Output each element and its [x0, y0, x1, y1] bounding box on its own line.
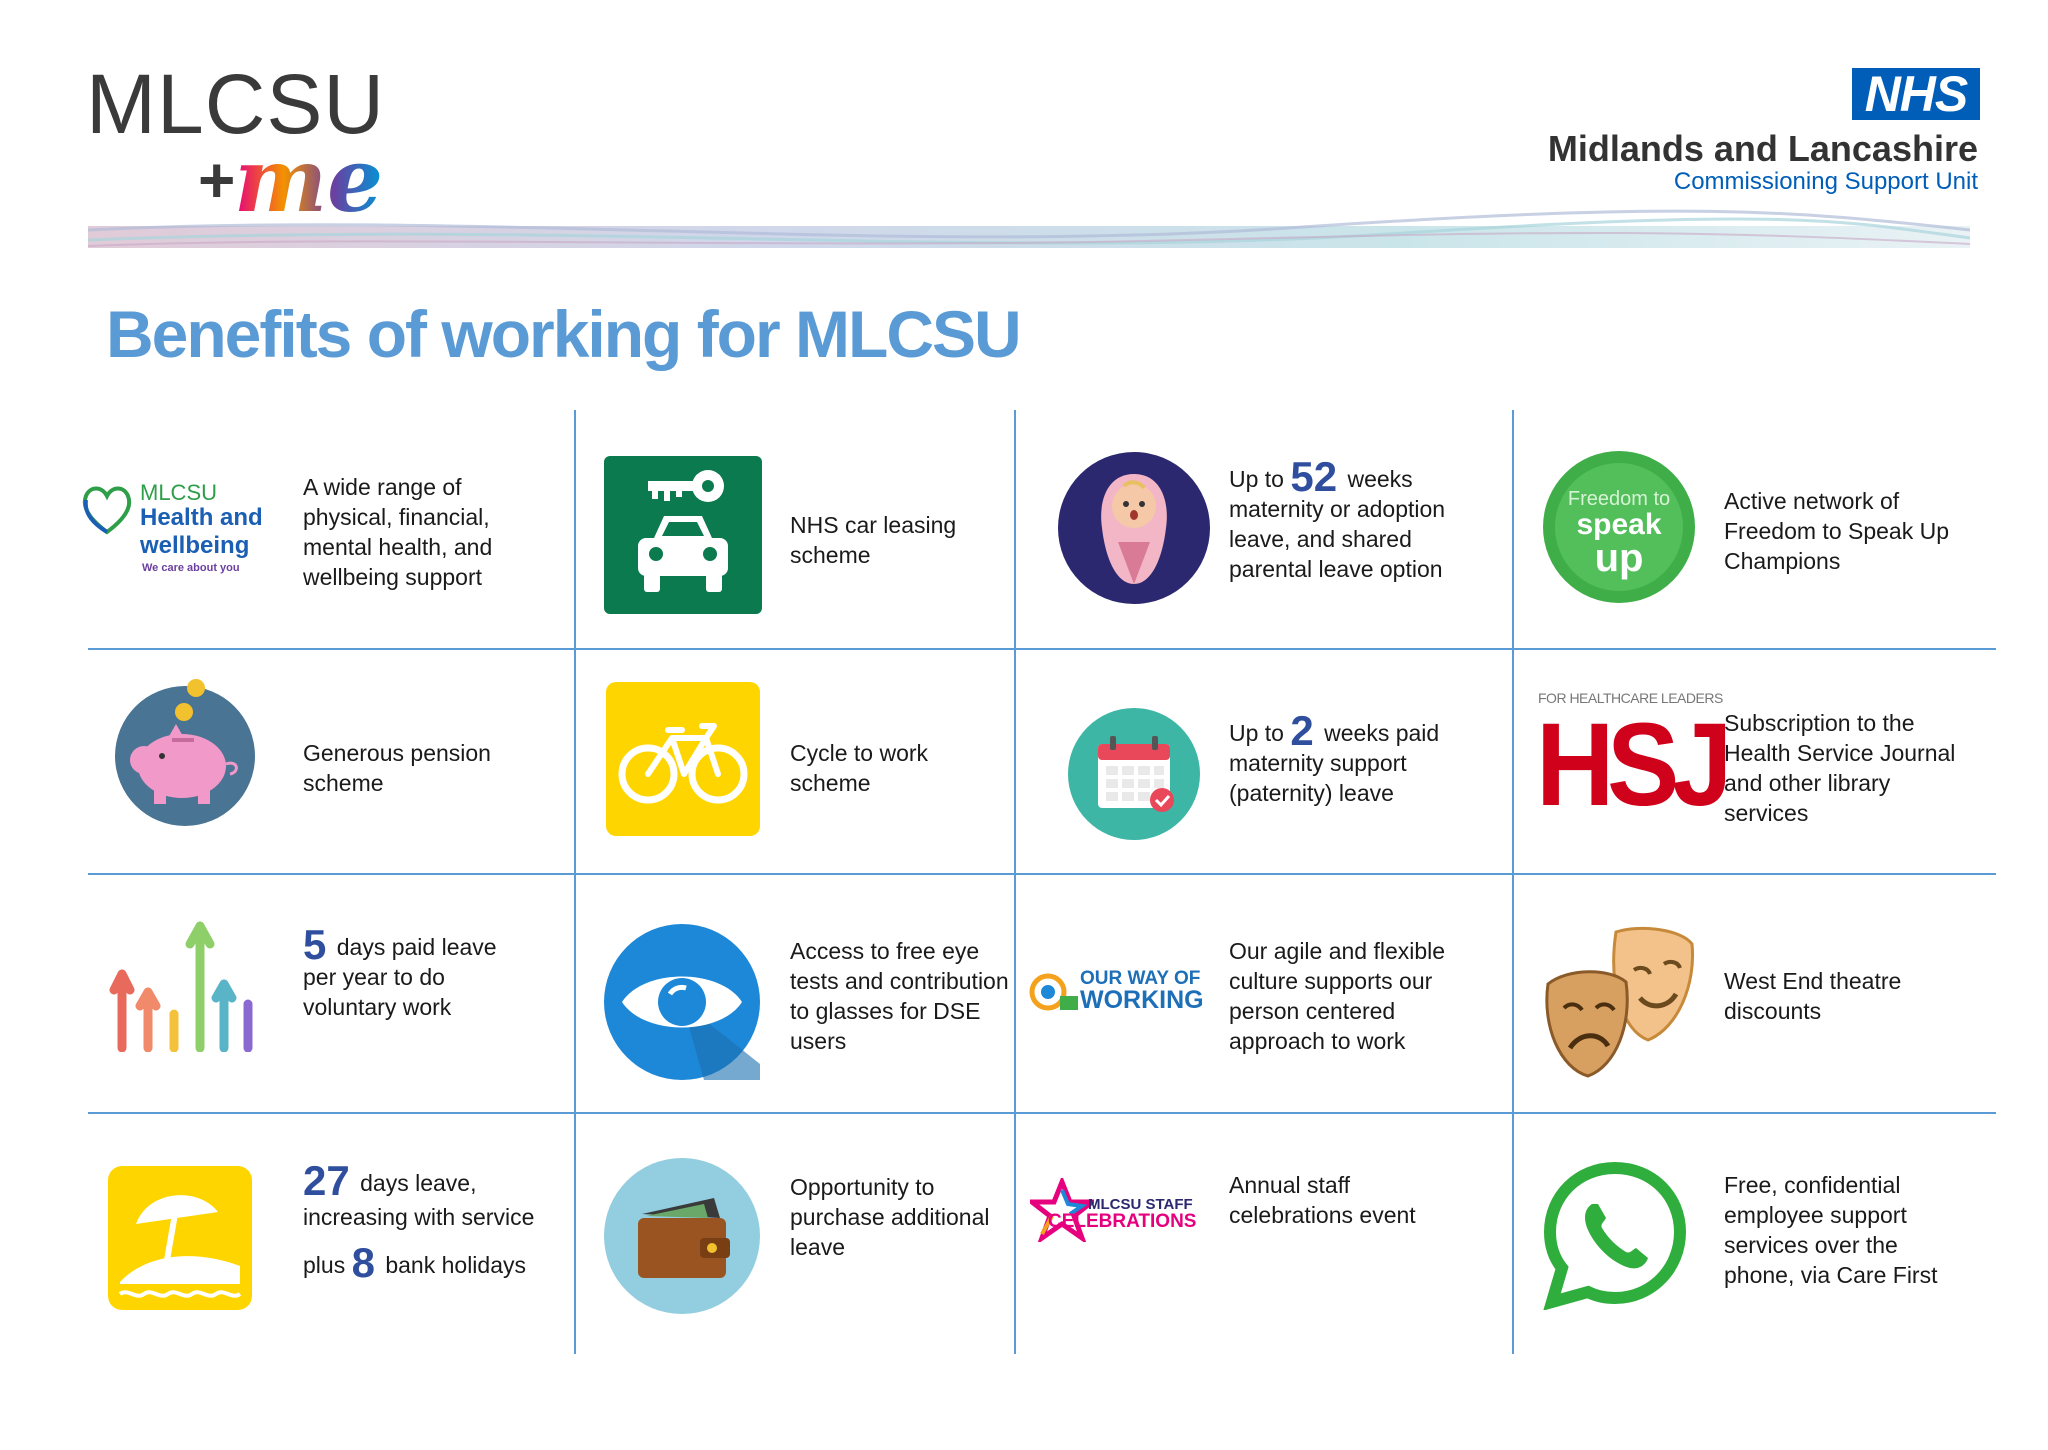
text-post: days paid leave	[336, 934, 497, 960]
health-wellbeing-logo: MLCSU Health and wellbeing We care about…	[80, 470, 285, 580]
benefit-headline: Up to 52 weeks	[1229, 456, 1469, 498]
benefit-text: Subscription to the Health Service Journ…	[1724, 710, 1956, 826]
highlight-number: 8	[351, 1239, 375, 1286]
our-way-of-working-logo: OUR WAY OF WORKING	[1022, 966, 1218, 1016]
logo-word: MLCSU	[86, 57, 386, 151]
logo-main: HSJ	[1536, 699, 1732, 831]
benefit-text: increasing with service	[303, 1204, 535, 1230]
org-name: Midlands and Lancashire	[1547, 128, 1978, 169]
text-post: weeks	[1347, 466, 1413, 492]
baby-icon	[1058, 452, 1210, 604]
heart-icon	[82, 486, 132, 535]
benefit-text: Cycle to work scheme	[790, 740, 929, 796]
benefit-text: per year to do voluntary work	[303, 964, 452, 1020]
star-logo: MLCSU STAFF CELEBRATIONS	[1030, 1178, 1218, 1242]
text-pre: Up to	[1229, 720, 1284, 746]
benefit-text: Generous pension scheme	[303, 740, 491, 796]
benefit-headline: 27 days leave,	[303, 1160, 563, 1202]
logo-me: me	[234, 128, 384, 232]
benefit-text: NHS car leasing scheme	[790, 512, 957, 568]
logo-line: Freedom to	[1567, 488, 1671, 510]
mlcsu-me-logo: MLCSU + me	[86, 57, 386, 232]
benefit-text-group: Up to 2 weeks paid maternity support (pa…	[1229, 710, 1469, 808]
theatre-masks-icon	[1538, 924, 1700, 1086]
eye-icon	[604, 924, 760, 1080]
benefit-text: Annual staff celebrations event	[1229, 1172, 1416, 1228]
logo-line: WORKING	[1080, 986, 1204, 1014]
decorative-wave	[88, 209, 1970, 248]
org-subtitle: Commissioning Support Unit	[1673, 168, 1978, 195]
benefit-text: Free, confidential employee support serv…	[1724, 1172, 1938, 1288]
hsj-logo: FOR HEALTHCARE LEADERS HSJ	[1536, 690, 1732, 842]
highlight-number: 27	[303, 1157, 350, 1204]
raised-hands-icon	[104, 918, 264, 1053]
logo-line: OUR WAY OF	[1080, 968, 1201, 989]
highlight-number: 2	[1290, 707, 1314, 754]
benefit-headline: 5 days paid leave	[303, 924, 543, 966]
phone-chat-icon	[1540, 1160, 1690, 1311]
logo-top: FOR HEALTHCARE LEADERS	[1538, 690, 1723, 706]
wallet-icon	[604, 1158, 760, 1314]
nhs-logo: NHS	[1852, 68, 1980, 120]
logo-line: MLCSU STAFF	[1088, 1196, 1193, 1213]
grid-divider	[88, 1112, 1996, 1114]
benefit-text: Access to free eye tests and contributio…	[790, 938, 1009, 1054]
grid-divider	[88, 648, 1996, 650]
benefit-text-group: Up to 52 weeks maternity or adoption lea…	[1229, 456, 1469, 584]
text-pre: plus	[303, 1252, 346, 1278]
logo-line: speak	[1576, 508, 1662, 541]
beach-umbrella-icon	[108, 1166, 252, 1310]
logo-line: up	[1594, 536, 1644, 580]
benefit-text: maternity or adoption leave, and shared …	[1229, 496, 1446, 582]
benefit-text: Opportunity to purchase additional leave	[790, 1174, 990, 1260]
car-key-icon	[604, 456, 762, 614]
logo-plus: +	[198, 144, 236, 216]
logo-line: MLCSU	[140, 480, 218, 505]
text-post: bank holidays	[385, 1252, 526, 1278]
benefit-text: Our agile and flexible culture supports …	[1229, 938, 1446, 1054]
text-post: days leave,	[360, 1170, 477, 1196]
piggy-bank-icon	[112, 676, 258, 826]
grid-divider	[1512, 410, 1514, 1354]
benefit-text: maternity support (paternity) leave	[1229, 750, 1407, 806]
benefit-text-group: 27 days leave, increasing with service p…	[303, 1160, 563, 1284]
freedom-to-speak-up-icon: Freedom to speak up	[1542, 450, 1696, 604]
benefit-text: A wide range of physical, financial, men…	[303, 474, 493, 590]
bicycle-icon	[606, 682, 760, 836]
logo-line: Health and	[140, 504, 263, 531]
page-title: Benefits of working for MLCSU	[106, 297, 1022, 371]
grid-divider	[1014, 410, 1016, 1354]
text-pre: Up to	[1229, 466, 1284, 492]
highlight-number: 5	[303, 921, 327, 968]
logo-tagline: We care about you	[142, 562, 240, 574]
logo-line: wellbeing	[140, 532, 250, 559]
benefit-headline: plus 8 bank holidays	[303, 1242, 563, 1284]
benefit-text: West End theatre discounts	[1724, 968, 1902, 1024]
benefit-text-group: 5 days paid leave per year to do volunta…	[303, 924, 543, 1022]
grid-divider	[574, 410, 576, 1354]
highlight-number: 52	[1290, 453, 1338, 500]
grid-divider	[88, 873, 1996, 875]
benefit-headline: Up to 2 weeks paid	[1229, 710, 1469, 752]
benefit-text: Active network of Freedom to Speak Up Ch…	[1724, 488, 1950, 574]
logo-line: CELEBRATIONS	[1048, 1211, 1197, 1232]
calendar-icon	[1068, 708, 1200, 840]
text-post: weeks paid	[1324, 720, 1440, 746]
